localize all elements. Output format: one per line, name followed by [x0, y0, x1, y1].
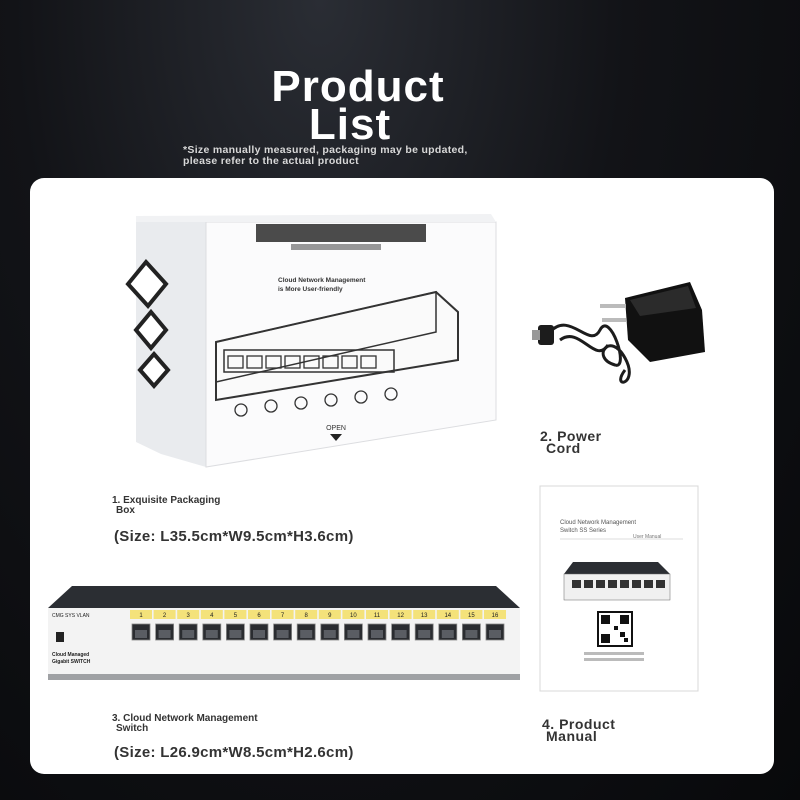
- port-number: 1: [139, 613, 143, 619]
- switch-led-labels: CMG SYS VLAN: [52, 613, 90, 619]
- port-number: 15: [468, 613, 475, 619]
- ethernet-port-contacts: [300, 630, 313, 638]
- product-manual-image: Cloud Network Management Switch SS Serie…: [539, 485, 699, 692]
- disclaimer-note: *Size manually measured, packaging may b…: [183, 145, 543, 167]
- port-number: 16: [492, 613, 499, 619]
- port-number: 8: [305, 613, 309, 619]
- page-title: Product List: [0, 65, 800, 149]
- ethernet-port-contacts: [276, 630, 289, 638]
- port-number: 10: [350, 613, 357, 619]
- manual-cover-line-1: Cloud Network Management: [560, 520, 636, 526]
- port-label-strip: [484, 610, 506, 619]
- port-label-strip: [271, 610, 294, 619]
- port-label-strip: [177, 610, 200, 619]
- item-3-size: (Size: L26.9cm*W8.5cm*H2.6cm): [114, 744, 354, 761]
- manual-cover-line-3: User Manual: [633, 534, 661, 540]
- ethernet-port-contacts: [489, 630, 501, 638]
- item-3-label-line-2: Switch: [116, 723, 149, 734]
- port-label-strip: [436, 610, 459, 619]
- port-label-strip: [200, 610, 223, 619]
- port-label-strip: [153, 610, 176, 619]
- switch-brand-line-2: Gigabit SWITCH: [52, 659, 91, 665]
- port-label-strip: [318, 610, 341, 619]
- port-number: 3: [187, 613, 191, 619]
- item-3-label-line-1: 3. Cloud Network Management: [112, 713, 258, 724]
- port-label-strip: [342, 610, 365, 619]
- note-line-1: *Size manually measured, packaging may b…: [183, 144, 468, 156]
- item-3-label: 3. Cloud Network Management Switch: [112, 714, 258, 734]
- item-4-label-line-1: 4. Product: [542, 716, 616, 732]
- port-number: 2: [163, 613, 167, 619]
- power-adapter-image: [532, 282, 705, 384]
- ethernet-port-contacts: [229, 630, 242, 638]
- item-2-label-line-1: 2. Power: [540, 428, 602, 444]
- port-label-strip: [248, 610, 270, 619]
- port-number: 11: [374, 613, 381, 619]
- note-line-2: please refer to the actual product: [183, 155, 359, 167]
- ethernet-port-contacts: [182, 630, 195, 638]
- item-1-label: 1. Exquisite Packaging Box: [112, 496, 220, 516]
- ethernet-port-contacts: [158, 630, 171, 638]
- item-1-label-line-1: 1. Exquisite Packaging: [112, 495, 221, 506]
- port-number: 7: [281, 613, 285, 619]
- title-line-2: List: [308, 100, 392, 149]
- title-line-1: Product: [271, 62, 445, 111]
- port-label-strip: [130, 610, 152, 619]
- port-number: 4: [210, 613, 214, 619]
- ethernet-port-contacts: [465, 630, 478, 638]
- item-4-label-line-2: Manual: [546, 728, 598, 744]
- port-label-strip: [413, 610, 436, 619]
- item-2-label-line-2: Cord: [546, 440, 581, 456]
- network-switch-image: CMG SYS VLAN Cloud Managed Gigabit SWITC…: [48, 586, 520, 680]
- switch-brand-line-1: Cloud Managed: [52, 652, 89, 658]
- port-label-strip: [295, 610, 318, 619]
- ethernet-port-contacts: [418, 630, 431, 638]
- port-number: 6: [257, 613, 261, 619]
- ethernet-port-contacts: [253, 630, 265, 638]
- item-4-label: 4. Product Manual: [542, 716, 615, 744]
- ethernet-port-contacts: [441, 630, 454, 638]
- box-print-line-1: Cloud Network Management: [278, 277, 366, 284]
- ethernet-port-contacts: [394, 630, 407, 638]
- port-label-strip: [224, 610, 247, 619]
- port-label-strip: [389, 610, 412, 619]
- box-open-label: OPEN: [326, 425, 346, 432]
- box-print-line-2: is More User-friendly: [278, 286, 343, 293]
- port-number: 14: [444, 613, 451, 619]
- ethernet-port-contacts: [205, 630, 218, 638]
- item-1-label-line-2: Box: [116, 505, 135, 516]
- item-1-size: (Size: L35.5cm*W9.5cm*H3.6cm): [114, 528, 354, 545]
- item-2-label: 2. Power Cord: [540, 428, 602, 456]
- ethernet-port-contacts: [135, 630, 147, 638]
- port-label-strip: [460, 610, 483, 619]
- port-number: 5: [234, 613, 238, 619]
- ethernet-port-contacts: [371, 630, 383, 638]
- port-number: 9: [328, 613, 332, 619]
- port-label-strip: [366, 610, 388, 619]
- manual-cover-line-2: Switch SS Series: [560, 528, 606, 534]
- ethernet-port-contacts: [323, 630, 336, 638]
- port-number: 13: [421, 613, 428, 619]
- ethernet-port-contacts: [347, 630, 360, 638]
- product-card: Cloud Network Management is More User-fr…: [30, 178, 774, 774]
- port-number: 12: [397, 613, 404, 619]
- packaging-box-image: Cloud Network Management is More User-fr…: [125, 214, 497, 468]
